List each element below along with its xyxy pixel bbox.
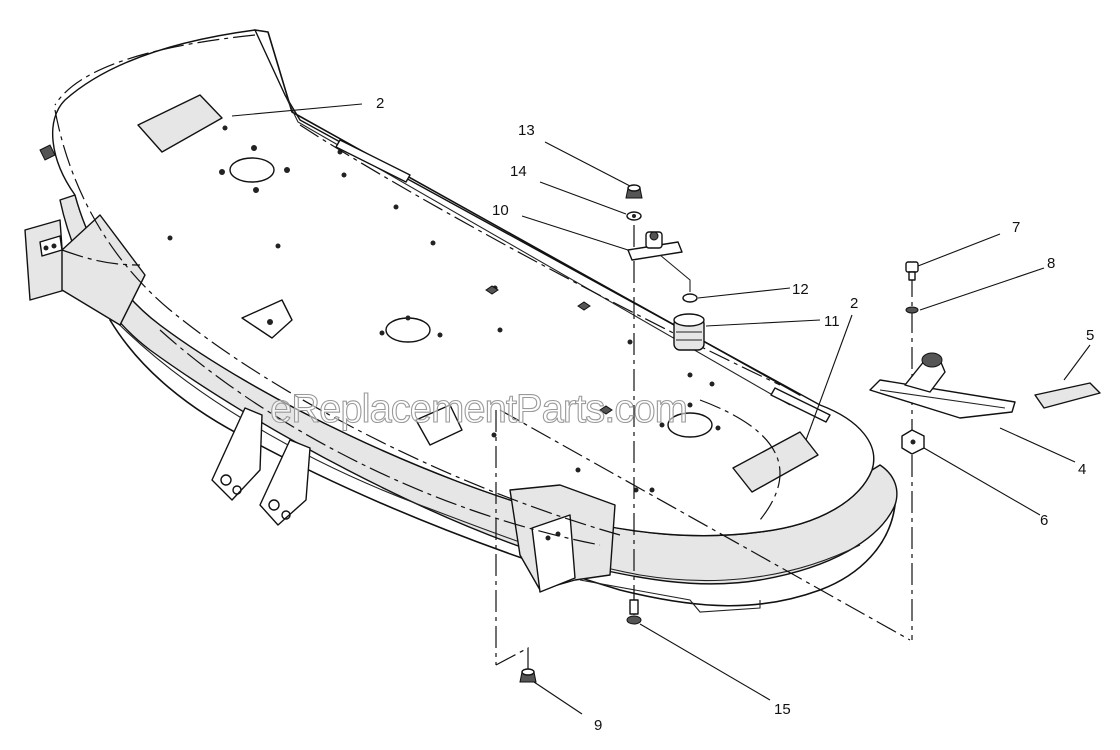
callout-7: 7: [1012, 219, 1020, 236]
part-13-nut: [625, 184, 643, 199]
part-12-washer: [682, 293, 698, 303]
callout-2-left: 2: [376, 95, 384, 112]
front-center-mount: [509, 484, 616, 593]
decal-right: [732, 431, 819, 493]
deck-feature-1: [485, 285, 499, 295]
part-7-bolt: [905, 261, 919, 281]
deck-feature-2: [577, 301, 591, 311]
deck-feature-3: [599, 405, 613, 415]
rail-strip-left: [335, 139, 411, 183]
part-15-bolt: [626, 599, 642, 625]
phantom-lines: [54, 34, 913, 672]
left-side-mount: [24, 144, 146, 326]
callout-12: 12: [792, 281, 809, 298]
front-hitch-brackets: [211, 407, 311, 526]
callout-13: 13: [518, 122, 535, 139]
deck-top: [52, 29, 875, 537]
callout-4: 4: [1078, 461, 1086, 478]
callout-14: 14: [510, 163, 527, 180]
part-10-bracket: [627, 231, 691, 292]
deck-bracket-center: [415, 404, 463, 446]
deck-rail-edge: [284, 94, 791, 406]
part-6-nut: [901, 429, 925, 455]
part-9-nut: [519, 668, 537, 683]
callout-11: 11: [824, 313, 840, 330]
part-11-roller: [673, 313, 705, 351]
leader-lines: [231, 103, 1091, 715]
callout-6: 6: [1040, 512, 1048, 529]
callout-labels: 2 13 14 10 12 11 2 7 8 5 4 6 15 9: [376, 95, 1094, 734]
callout-9: 9: [594, 717, 602, 734]
part-5-pad: [1034, 382, 1101, 409]
decal-left: [137, 94, 223, 153]
callout-8: 8: [1047, 255, 1055, 272]
deck-bottom-flange: [579, 579, 761, 613]
part-4-arm: [869, 352, 1016, 419]
watermark: eReplacementParts.com: [270, 387, 687, 431]
deck-lip: [104, 309, 861, 582]
callout-10: 10: [492, 202, 509, 219]
mower-deck: [52, 29, 898, 613]
callout-15: 15: [774, 701, 791, 718]
deck-bracket-left: [241, 299, 293, 339]
part-8-washer: [905, 306, 919, 314]
deck-rear-rail: [254, 29, 801, 396]
callout-5: 5: [1086, 327, 1094, 344]
callout-2-right: 2: [850, 295, 858, 312]
